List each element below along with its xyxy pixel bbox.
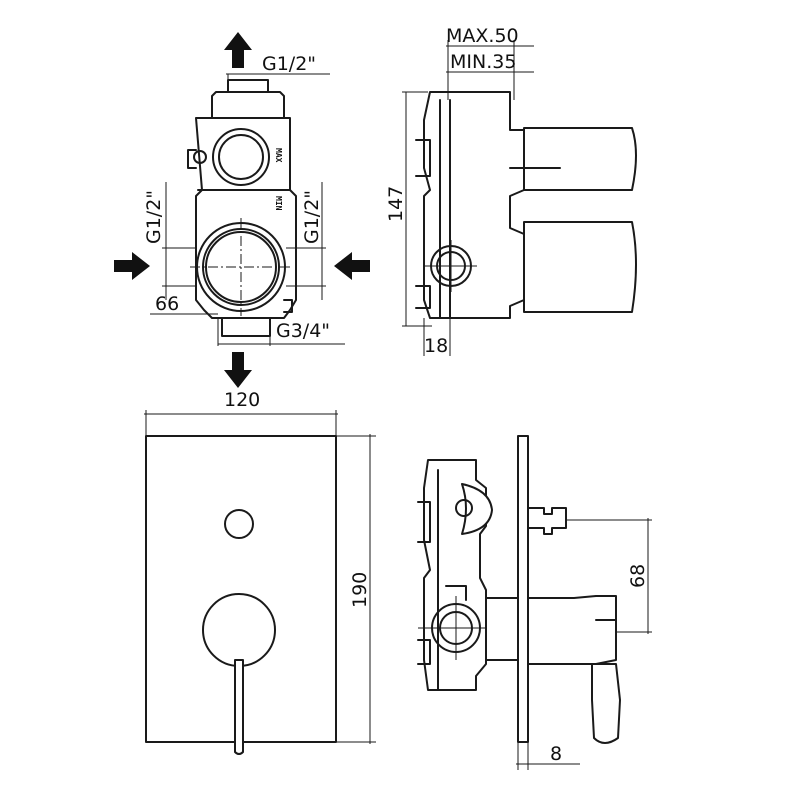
- plate-thickness-dimension: 8: [550, 743, 562, 765]
- bottom-outlet-dimension: G3/4": [276, 320, 330, 342]
- assembly-side-view: [418, 436, 652, 770]
- body-offset-dimension: 18: [424, 335, 448, 357]
- plate-front-view: [144, 410, 376, 754]
- left-inlet-dimension: G1/2": [143, 190, 165, 244]
- outlet-down-arrow-icon: [224, 352, 252, 388]
- plate-height-dimension: 190: [349, 572, 371, 608]
- right-inlet-dimension: G1/2": [301, 190, 323, 244]
- lever-offset-dimension: 68: [627, 564, 649, 588]
- max-depth-dimension: MAX.50: [446, 25, 519, 47]
- body-side-view: [402, 40, 636, 356]
- body-front-view: MAX MIN: [188, 80, 296, 336]
- outlet-up-arrow-icon: [224, 32, 252, 68]
- inlet-left-arrow-icon: [334, 252, 370, 280]
- cartridge-max-label: MAX: [274, 148, 283, 163]
- left-offset-dimension: 66: [155, 293, 179, 315]
- inlet-right-arrow-icon: [114, 252, 150, 280]
- top-inlet-dimension: G1/2": [262, 53, 316, 75]
- plate-width-dimension: 120: [224, 389, 260, 411]
- cartridge-min-label: MIN: [274, 196, 283, 211]
- body-height-dimension: 147: [385, 186, 407, 222]
- min-depth-dimension: MIN.35: [450, 51, 516, 73]
